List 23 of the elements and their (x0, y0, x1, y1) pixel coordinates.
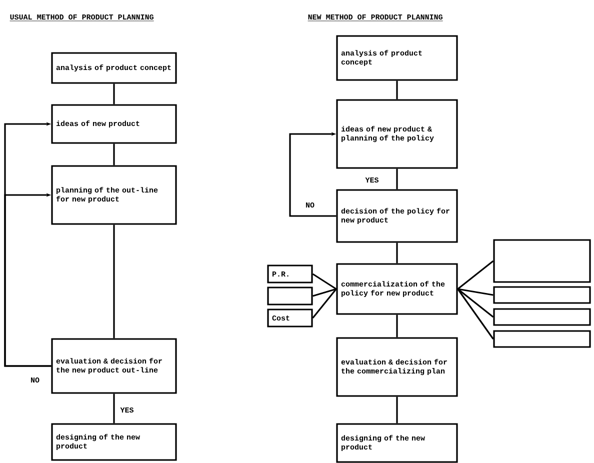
empty-box (267, 286, 313, 306)
connector (312, 288, 337, 318)
connector (396, 242, 398, 264)
connector (457, 288, 494, 340)
connector (457, 288, 494, 318)
empty-box (493, 239, 591, 283)
empty-box (493, 330, 591, 348)
connector (113, 224, 115, 338)
connector (113, 84, 115, 104)
connector (396, 396, 398, 424)
connector (289, 132, 336, 217)
connector (113, 394, 115, 424)
connector (396, 80, 398, 100)
empty-box (493, 286, 591, 304)
connector (396, 314, 398, 338)
empty-box (493, 308, 591, 326)
connector (312, 288, 336, 297)
connector (457, 260, 494, 290)
connector (113, 144, 115, 166)
connector (4, 193, 52, 367)
connector (312, 273, 337, 290)
connector (396, 168, 398, 190)
connector (458, 288, 494, 296)
